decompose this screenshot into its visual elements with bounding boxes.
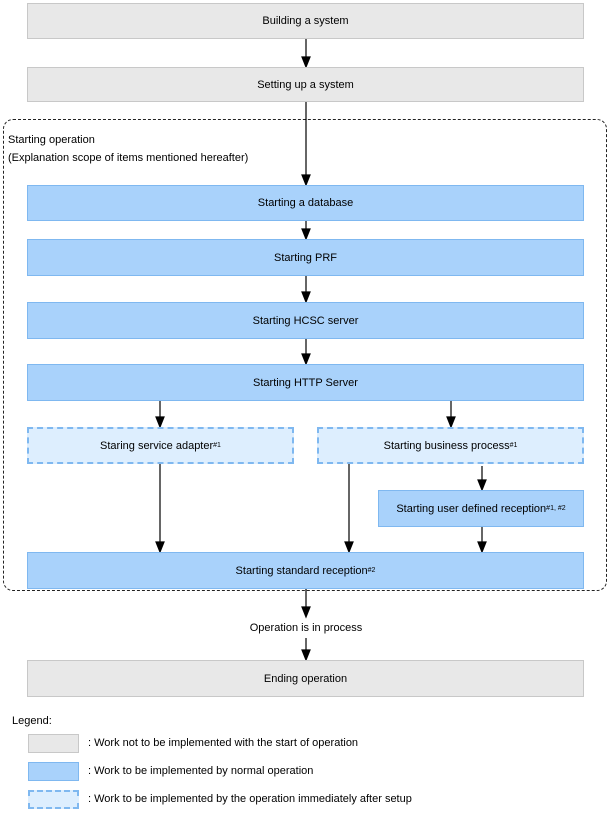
footnote-ref: #1, #2 bbox=[546, 505, 566, 512]
step-service-adapter: Staring service adapter#1 bbox=[27, 427, 294, 464]
step-label: Setting up a system bbox=[257, 78, 354, 91]
in-process-label: Operation is in process bbox=[249, 622, 363, 634]
step-building: Building a system bbox=[27, 3, 584, 39]
footnote-ref: #2 bbox=[367, 567, 376, 574]
scope-container bbox=[3, 119, 607, 591]
step-database: Starting a database bbox=[27, 185, 584, 221]
arrowhead bbox=[301, 56, 311, 69]
step-hcsc: Starting HCSC server bbox=[27, 302, 584, 339]
step-business-process: Starting business process#1 bbox=[317, 427, 584, 464]
legend-swatch-blue bbox=[28, 762, 79, 781]
step-standard-reception: Starting standard reception#2 bbox=[27, 552, 584, 589]
legend-swatch-gray bbox=[28, 734, 79, 753]
step-label: Starting a database bbox=[257, 197, 354, 209]
step-label: Building a system bbox=[262, 15, 349, 27]
step-setup: Setting up a system bbox=[27, 67, 584, 102]
step-label: Starting HCSC server bbox=[252, 314, 359, 327]
legend-label: : Work not to be implemented with the st… bbox=[88, 737, 359, 749]
legend-label: : Work to be implemented by normal opera… bbox=[88, 765, 314, 777]
step-label: Starting business process bbox=[383, 439, 510, 452]
legend-swatch-dashed bbox=[28, 790, 79, 809]
legend-title: Legend: bbox=[12, 715, 52, 727]
step-label: Starting HTTP Server bbox=[253, 376, 358, 389]
scope-subtitle: (Explanation scope of items mentioned he… bbox=[8, 152, 249, 164]
step-label: Ending operation bbox=[263, 672, 348, 685]
legend-label: : Work to be implemented by the operatio… bbox=[88, 793, 412, 805]
footnote-ref: #1 bbox=[213, 442, 221, 449]
step-user-reception: Starting user defined reception#1, #2 bbox=[378, 490, 584, 527]
footnote-ref: #1 bbox=[509, 442, 518, 449]
step-ending: Ending operation bbox=[27, 660, 584, 697]
step-label: Starting PRF bbox=[274, 251, 337, 264]
step-prf: Starting PRF bbox=[27, 239, 584, 276]
step-label: Starting user defined reception bbox=[396, 502, 547, 515]
step-http: Starting HTTP Server bbox=[27, 364, 584, 401]
scope-title: Starting operation bbox=[8, 134, 95, 146]
step-label: Starting standard reception bbox=[235, 564, 368, 577]
step-label: Staring service adapter bbox=[100, 439, 214, 452]
